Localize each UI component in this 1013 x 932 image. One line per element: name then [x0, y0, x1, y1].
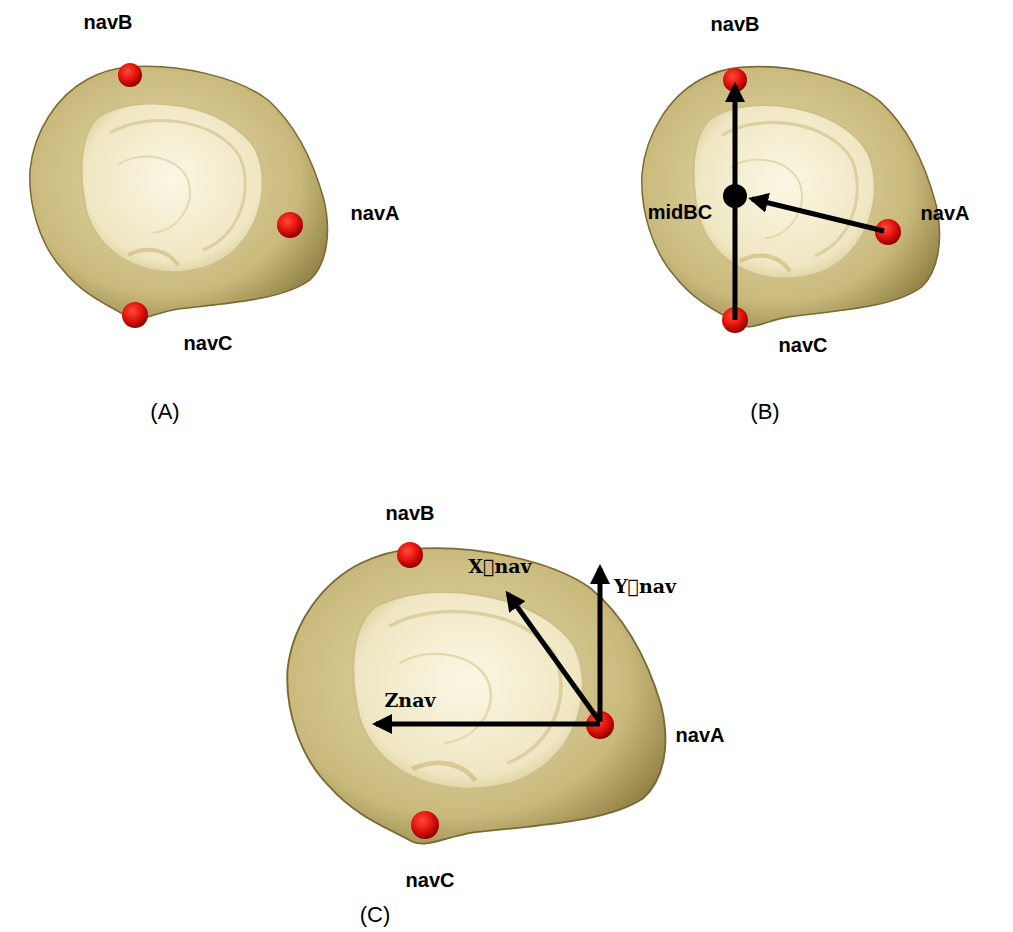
landmark-label: midBC	[648, 201, 712, 224]
landmark-label: navA	[676, 724, 725, 747]
landmark-label: navB	[386, 502, 435, 525]
panel-label: (B)	[750, 399, 779, 425]
panel-label: (A)	[150, 399, 179, 425]
landmark-label: navA	[351, 202, 400, 225]
landmark-label: navC	[184, 332, 233, 355]
landmark-label: navC	[779, 334, 828, 357]
axis-label: X⃗nav	[468, 555, 531, 577]
landmark-label: navC	[406, 869, 455, 892]
axis-label: Znav	[384, 689, 435, 711]
landmark-label: navB	[711, 13, 760, 36]
landmark-label: navB	[84, 11, 133, 34]
axis-label: Y⃗nav	[614, 575, 676, 597]
panel-label: (C)	[360, 902, 391, 928]
landmark-label: navA	[921, 202, 970, 225]
